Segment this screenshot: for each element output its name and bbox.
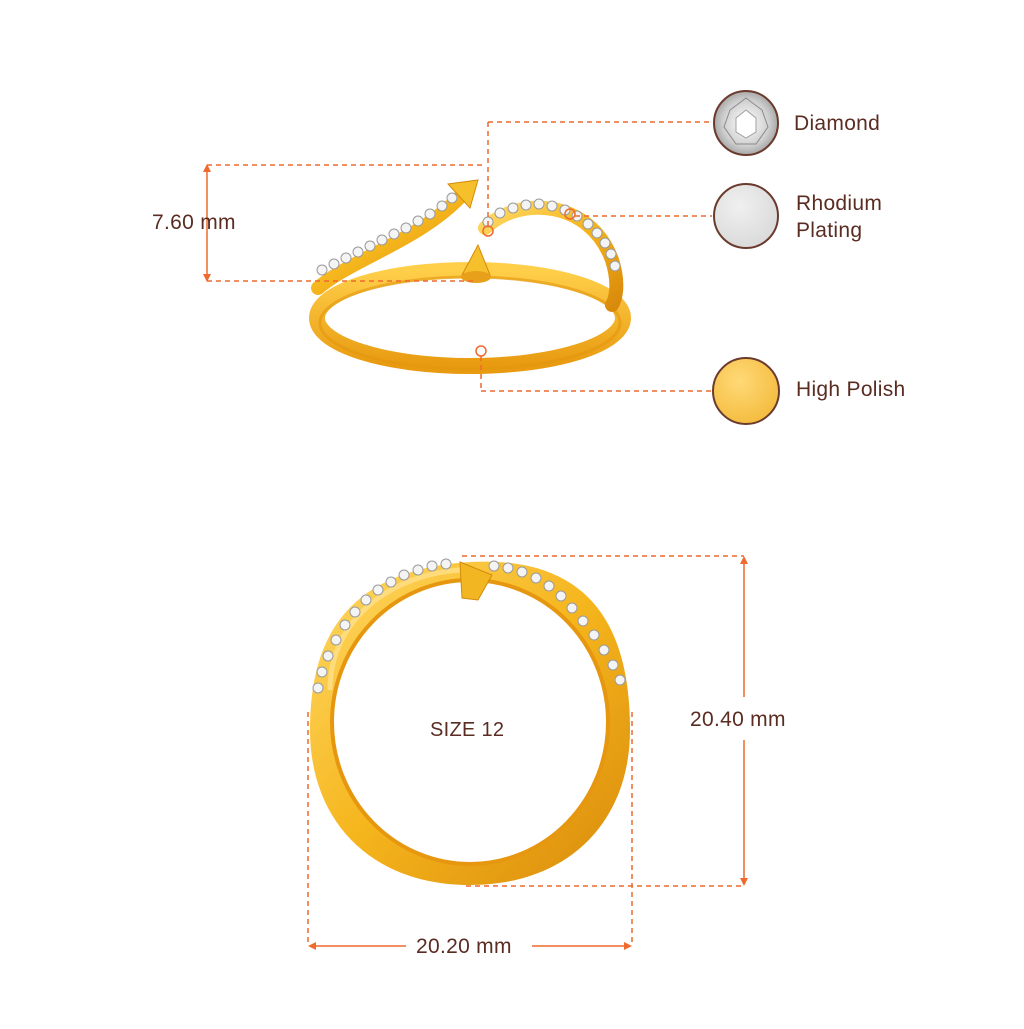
- material-label-diamond: Diamond: [794, 112, 881, 135]
- material-label-high-polish: High Polish: [796, 378, 906, 401]
- ring-size-label: SIZE 12: [430, 719, 505, 741]
- dimension-lines-bottom: [307, 555, 748, 950]
- gold-swatch-icon: [712, 357, 780, 425]
- material-label-rhodium: Rhodium Plating: [796, 192, 883, 242]
- diamond-row-left: [316, 192, 458, 276]
- diamond-swatch-icon: [713, 90, 779, 156]
- dimension-lines-top: [203, 121, 712, 392]
- top-height-label: 7.60 mm: [152, 211, 236, 234]
- rhodium-swatch-icon: [713, 183, 779, 249]
- diamond-row-right: [482, 198, 621, 272]
- diamond-row-front: [312, 558, 626, 694]
- ring-front-view: [310, 558, 630, 885]
- ring-top-view: [309, 179, 631, 374]
- ring-width-label: 20.20 mm: [412, 935, 516, 959]
- ring-height-label: 20.40 mm: [690, 708, 786, 731]
